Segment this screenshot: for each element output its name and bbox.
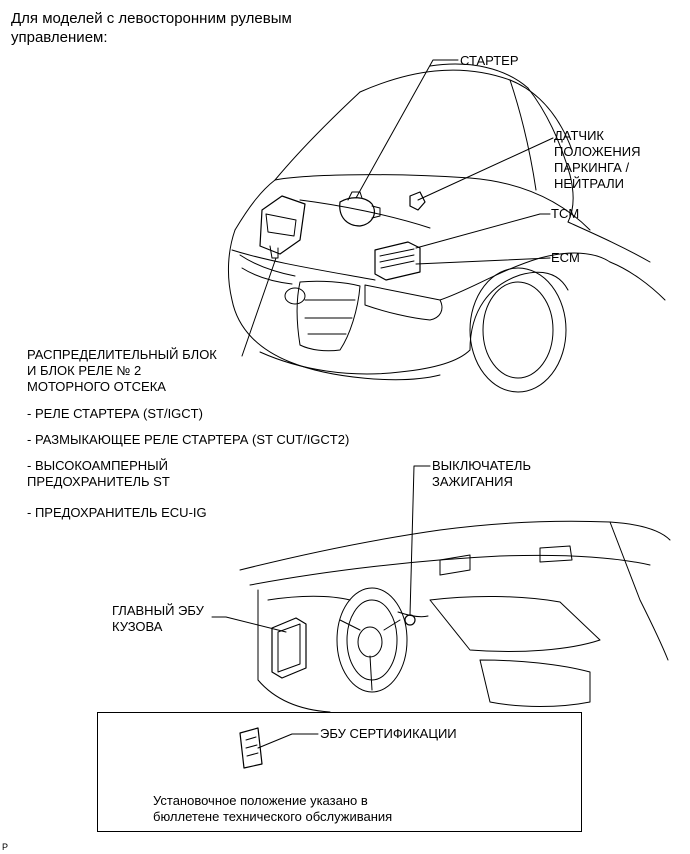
leader-lines [211, 59, 554, 749]
corner-mark: P [2, 842, 9, 852]
ignition-switch-label: ВЫКЛЮЧАТЕЛЬ ЗАЖИГАНИЯ [432, 458, 531, 489]
service-bulletin-note: Установочное положение указано в бюллете… [153, 793, 393, 824]
junction-item-st-fuse: - ВЫСОКОАМПЕРНЫЙ ПРЕДОХРАНИТЕЛЬ ST [27, 458, 170, 489]
main-body-ecu-label: ГЛАВНЫЙ ЭБУ КУЗОВА [112, 603, 204, 634]
park-neutral-sensor-label: ДАТЧИК ПОЛОЖЕНИЯ ПАРКИНГА / НЕЙТРАЛИ [554, 128, 641, 191]
certification-ecu-drawing [239, 727, 263, 769]
ecm-label: ECM [551, 250, 580, 265]
main-body-ecu-drawing [271, 617, 307, 679]
junction-item-starter-relay: - РЕЛЕ СТАРТЕРА (ST/IGCT) [27, 406, 203, 421]
park-neutral-sensor-drawing [409, 191, 426, 211]
starter-drawing [339, 191, 381, 227]
vehicle-drawing [227, 63, 666, 393]
ignition-switch-drawing [404, 614, 416, 626]
junction-item-starter-cut-relay: - РАЗМЫКАЮЩЕЕ РЕЛЕ СТАРТЕРА (ST CUT/IGCT… [27, 432, 350, 447]
junction-item-ecu-ig-fuse: - ПРЕДОХРАНИТЕЛЬ ECU-IG [27, 505, 207, 520]
tcm-label: TCM [551, 206, 580, 221]
ecm-tcm-drawing [374, 241, 421, 281]
certification-ecu-inset [97, 712, 582, 832]
junction-block-label: РАСПРЕДЕЛИТЕЛЬНЫЙ БЛОК И БЛОК РЕЛЕ № 2 М… [27, 347, 217, 394]
page-title: Для моделей с левосторонним рулевым упра… [11, 10, 292, 46]
starter-label: СТАРТЕР [460, 53, 519, 68]
junction-block-drawing [259, 195, 306, 259]
dashboard-drawing [239, 520, 671, 713]
certification-ecu-label: ЭБУ СЕРТИФИКАЦИИ [320, 726, 457, 741]
